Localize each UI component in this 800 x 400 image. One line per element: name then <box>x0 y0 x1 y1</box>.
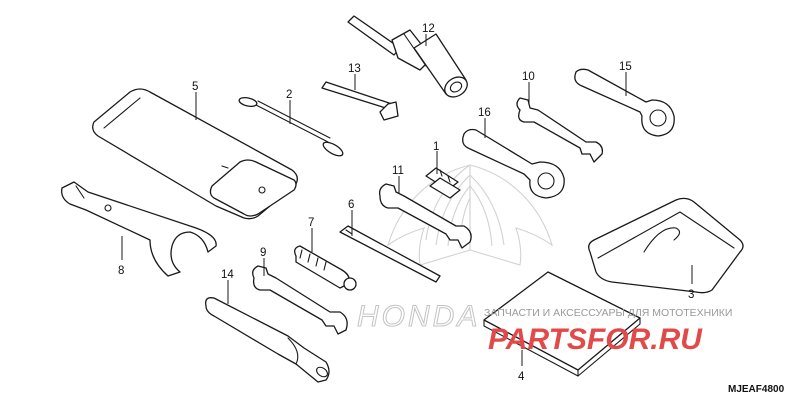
part-number-6: 6 <box>348 199 354 211</box>
part-number-8: 8 <box>118 265 124 277</box>
part-14-extension-tube <box>205 297 330 383</box>
part-number-4: 4 <box>518 371 525 383</box>
part-8-pin-spanner <box>61 181 217 277</box>
honda-logo-text: HONDA <box>357 300 480 333</box>
part-number-11: 11 <box>392 165 404 177</box>
leader-lines <box>121 34 693 366</box>
shop-watermark-subtitle: ЗАПЧАСТИ И АКСЕССУАРЫ ДЛЯ МОТОТЕХНИКИ <box>484 307 732 319</box>
part-12-socket-wrench <box>347 15 468 98</box>
part-number-3: 3 <box>688 289 694 301</box>
part-number-10: 10 <box>522 71 535 83</box>
part-number-labels: 1 2 3 4 5 6 7 8 9 10 11 12 13 14 15 16 <box>118 23 694 383</box>
part-number-14: 14 <box>221 269 234 281</box>
part-10-open-wrench <box>516 97 604 163</box>
part-1-fuse-set <box>425 167 461 199</box>
part-16-box-wrench <box>462 128 565 199</box>
part-4-owners-manual <box>483 271 641 377</box>
part-5-tool-bag <box>92 88 298 220</box>
part-9-open-wrench <box>252 265 348 335</box>
part-number-5: 5 <box>192 81 198 93</box>
part-number-13: 13 <box>348 63 361 75</box>
part-11-open-wrench <box>378 183 472 249</box>
part-2-rod-tool <box>238 97 344 157</box>
part-number-1: 1 <box>433 141 439 153</box>
part-number-12: 12 <box>422 23 435 35</box>
part-7-screwdriver-handle <box>294 245 357 291</box>
diagram-code: MJEAF4800 <box>728 384 785 395</box>
part-6-screwdriver-shaft <box>339 225 441 283</box>
part-15-ring-wrench <box>574 68 675 137</box>
part-number-16: 16 <box>478 107 491 119</box>
part-3-document-pouch <box>588 197 744 294</box>
shop-watermark-brand: PARTSFOR.RU <box>488 323 703 356</box>
part-13-hex-key <box>321 81 399 121</box>
part-number-7: 7 <box>308 217 314 229</box>
part-number-2: 2 <box>286 89 292 101</box>
part-number-15: 15 <box>619 61 632 73</box>
part-number-9: 9 <box>260 247 266 259</box>
